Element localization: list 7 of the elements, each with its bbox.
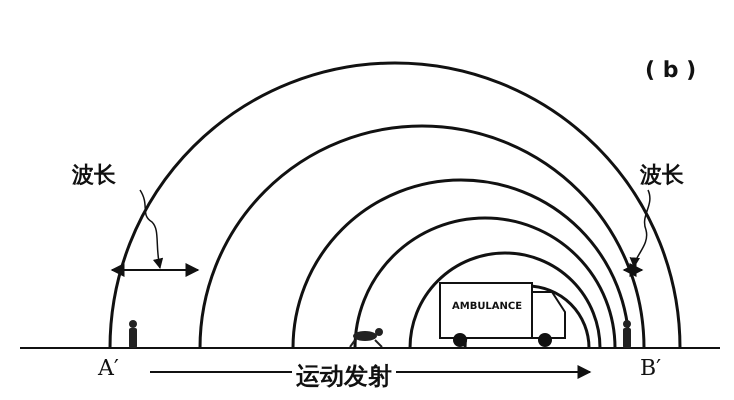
wavelength-label: 波长 [72, 163, 116, 188]
point-label: B′ [640, 356, 662, 381]
point-label: A′ [98, 356, 119, 381]
vehicle-text: AMBULANCE [452, 301, 522, 312]
leader-line [139, 190, 164, 270]
panel-label: ( b ) [645, 58, 696, 83]
wavelength-label: 波长 [640, 163, 684, 188]
